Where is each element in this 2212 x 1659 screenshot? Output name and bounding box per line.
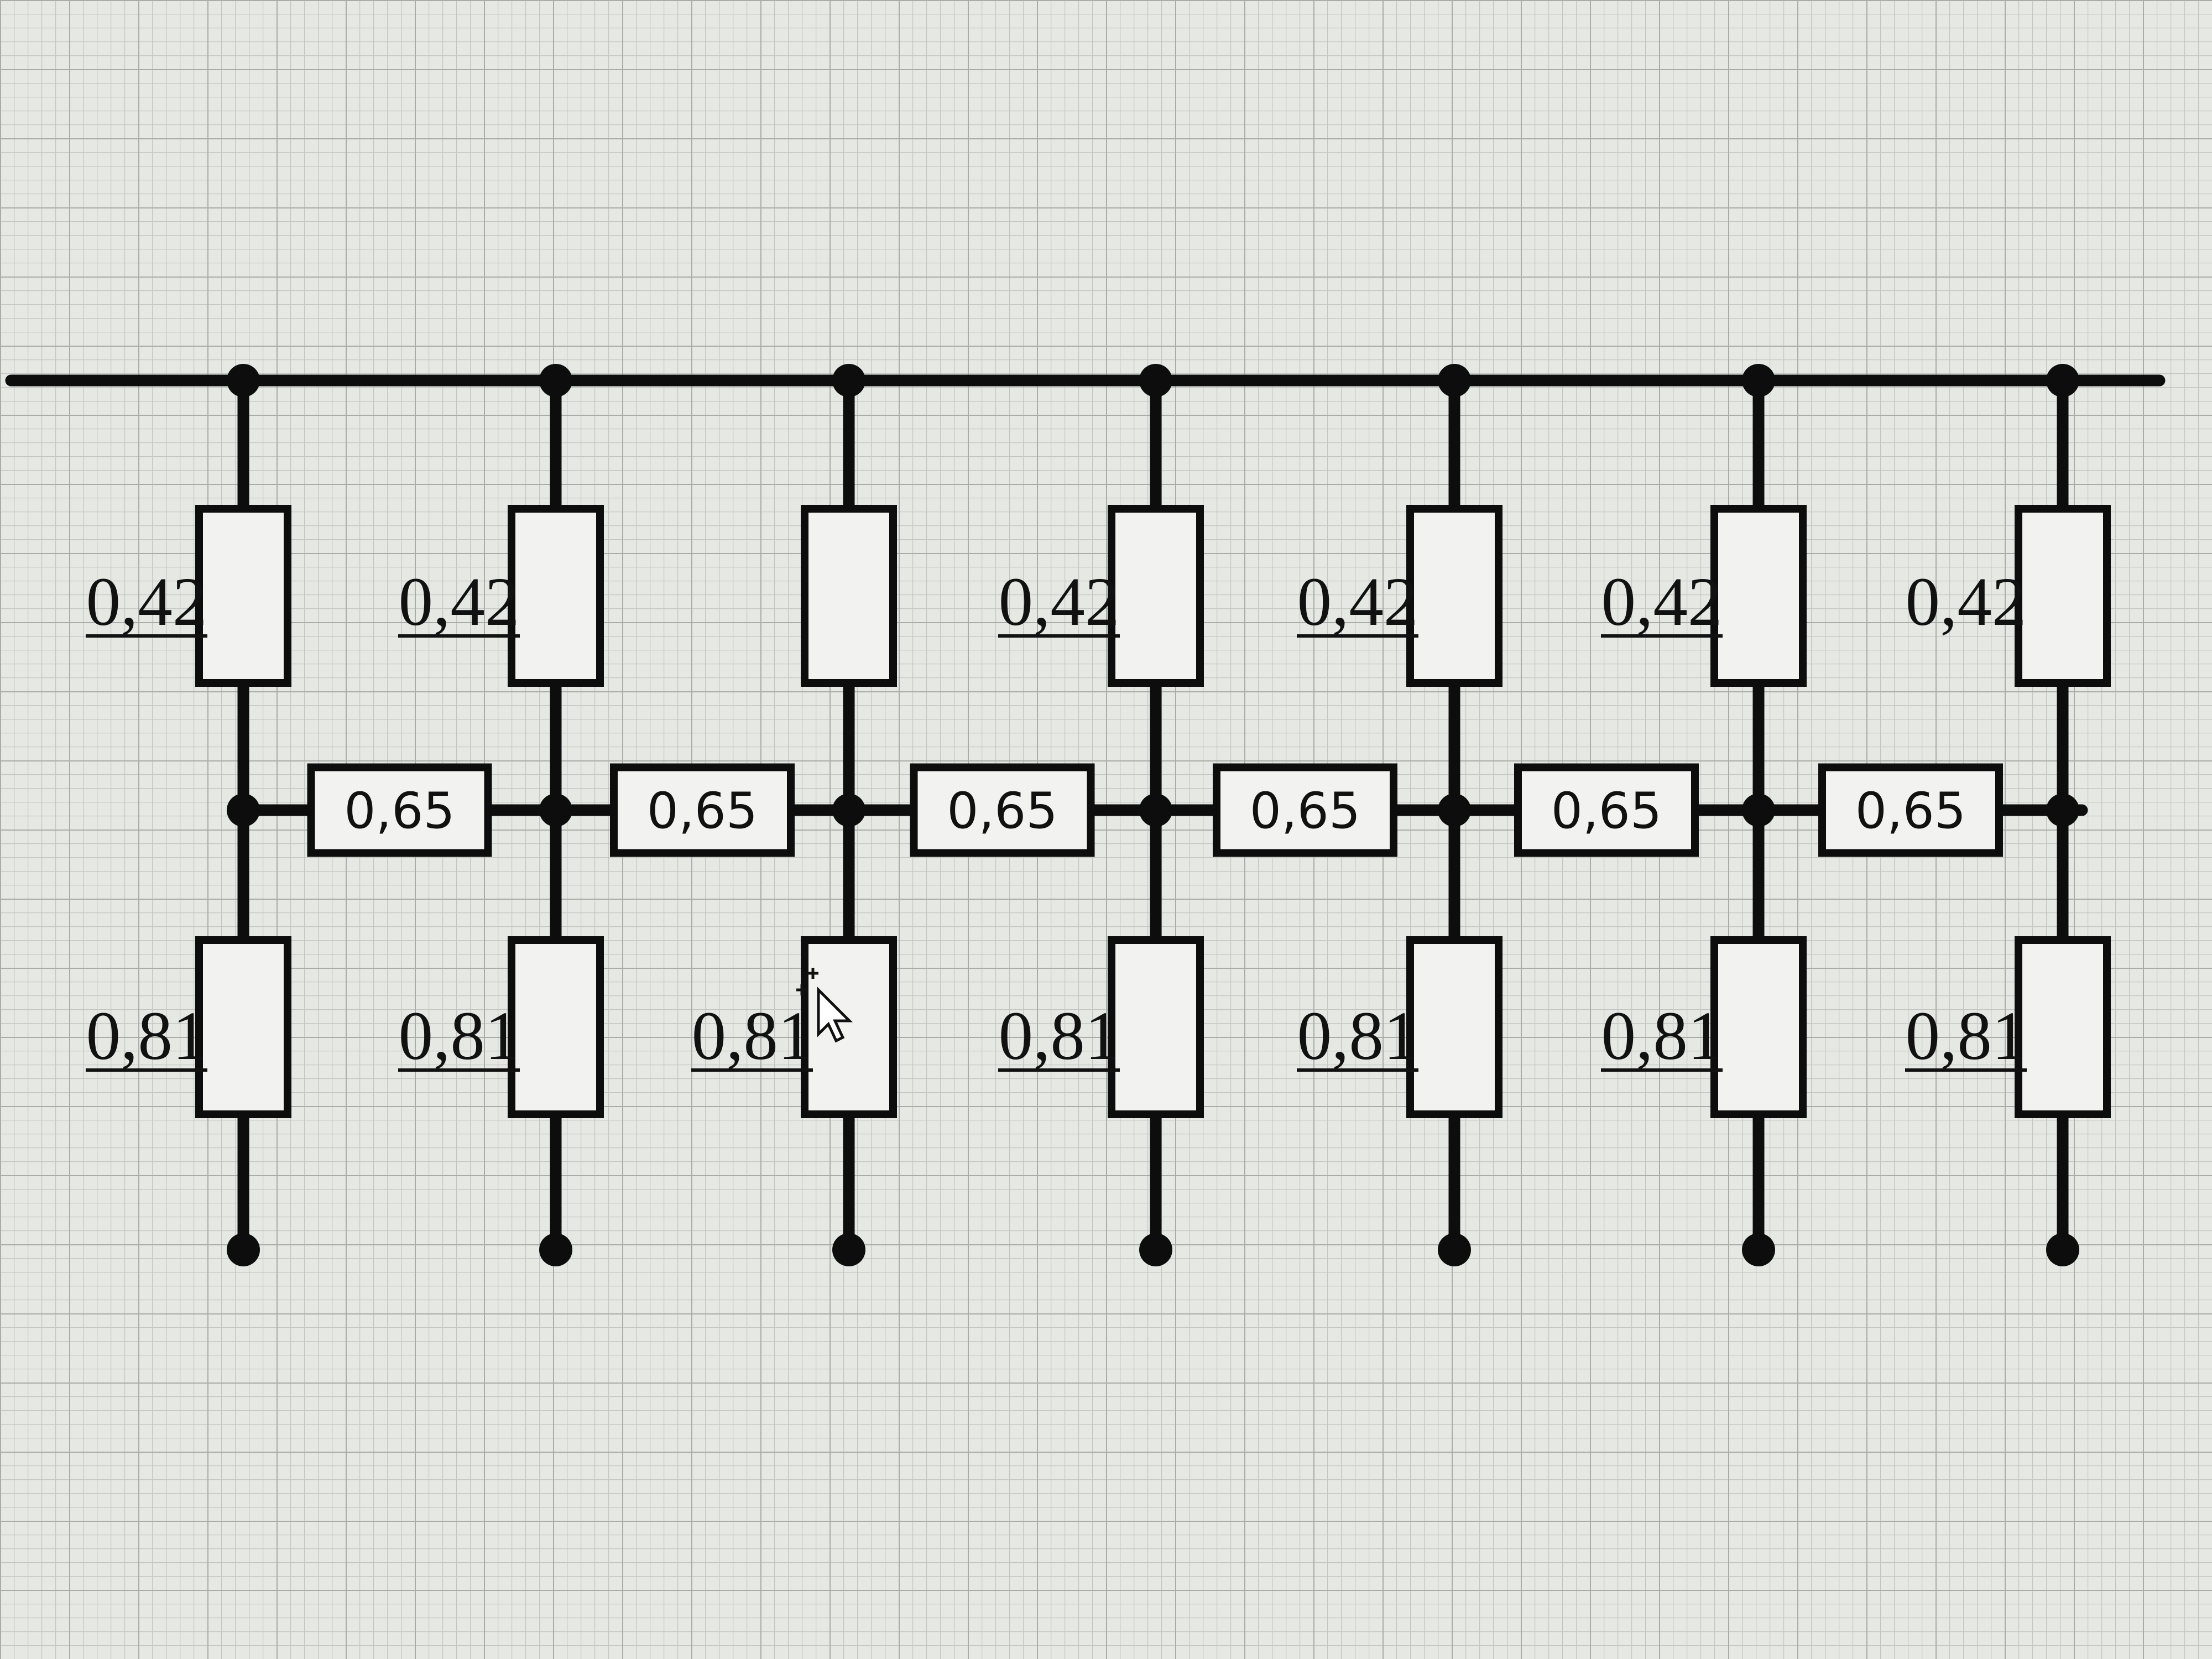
series-resistor-2 [610, 763, 795, 857]
upper-resistor-4 [1108, 505, 1204, 687]
upper-resistor-5 [1406, 505, 1503, 687]
upper-resistor-label-4: 0,42 [999, 564, 1120, 640]
series-resistor-1 [307, 763, 492, 857]
upper-resistor-label-6: 0,42 [1601, 564, 1723, 640]
bus-node-2 [539, 364, 572, 397]
series-resistor-label-4: 0,65 [1250, 782, 1360, 840]
terminal-node-4 [1139, 1233, 1172, 1266]
series-resistor-label-5: 0,65 [1551, 782, 1662, 840]
terminal-node-3 [832, 1233, 865, 1266]
upper-resistor-1 [195, 505, 291, 687]
bus-node-6 [1742, 364, 1775, 397]
series-resistor-3 [910, 763, 1095, 857]
lower-resistor-label-5: 0,81 [1297, 998, 1418, 1074]
lower-resistor-label-3: 0,81 [692, 998, 813, 1074]
upper-resistor-3 [801, 505, 897, 687]
series-resistor-label-6: 0,65 [1855, 782, 1966, 840]
upper-resistor-label-7: 0,42 [1906, 564, 2027, 640]
lower-resistor-2 [508, 936, 604, 1118]
series-resistor-6 [1818, 763, 2003, 857]
bus-node-5 [1438, 364, 1471, 397]
move-cursor-icon [796, 968, 853, 1043]
series-resistor-label-1: 0,65 [344, 782, 455, 840]
upper-resistor-label-5: 0,42 [1297, 564, 1418, 640]
upper-resistor-7 [2015, 505, 2111, 687]
series-resistor-label-3: 0,65 [947, 782, 1057, 840]
lower-resistor-label-4: 0,81 [999, 998, 1120, 1074]
lower-resistor-label-7: 0,81 [1906, 998, 2027, 1074]
series-resistor-label-2: 0,65 [647, 782, 758, 840]
lower-resistor-7 [2015, 936, 2111, 1118]
upper-resistor-label-2: 0,42 [399, 564, 520, 640]
lower-resistor-4 [1108, 936, 1204, 1118]
bus-node-1 [227, 364, 260, 397]
series-resistor-4 [1213, 763, 1397, 857]
terminal-node-1 [227, 1233, 260, 1266]
lower-resistor-1 [195, 936, 291, 1118]
bus-node-7 [2046, 364, 2079, 397]
terminal-node-5 [1438, 1233, 1471, 1266]
lower-resistor-label-1: 0,81 [86, 998, 207, 1074]
lower-resistor-5 [1406, 936, 1503, 1118]
lower-resistor-label-2: 0,81 [399, 998, 520, 1074]
upper-resistor-6 [1710, 505, 1807, 687]
terminal-node-6 [1742, 1233, 1775, 1266]
series-resistor-5 [1514, 763, 1699, 857]
terminal-node-2 [539, 1233, 572, 1266]
upper-resistor-label-1: 0,42 [86, 564, 207, 640]
bus-node-3 [832, 364, 865, 397]
lower-resistor-label-6: 0,81 [1601, 998, 1723, 1074]
upper-resistor-2 [508, 505, 604, 687]
lower-resistor-6 [1710, 936, 1807, 1118]
terminal-node-7 [2046, 1233, 2079, 1266]
bus-node-4 [1139, 364, 1172, 397]
